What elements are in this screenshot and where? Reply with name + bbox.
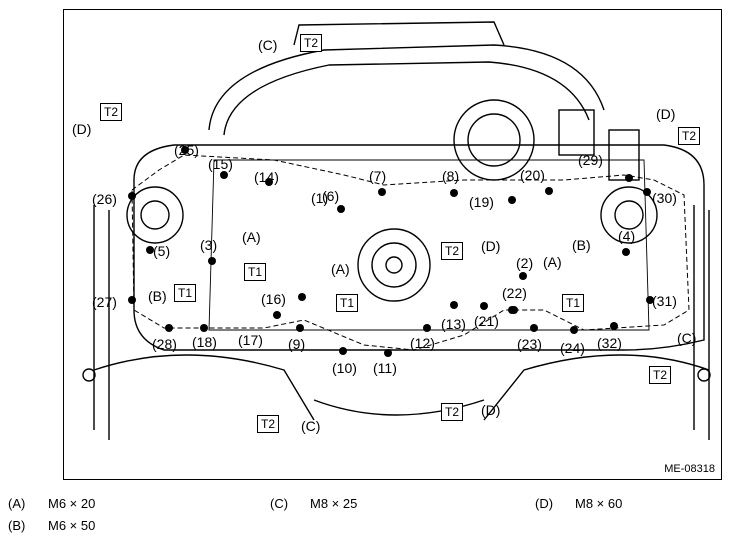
- callout-14: (14): [254, 169, 279, 185]
- callout-31: (31): [652, 293, 677, 309]
- legend-a-value: M6 × 20: [48, 496, 96, 511]
- callout-24: (24): [560, 340, 585, 356]
- figure-id: ME-08318: [664, 463, 715, 475]
- letter-d-bottom: (D): [481, 402, 501, 418]
- callout-23: (23): [517, 336, 542, 352]
- engine-cover-diagram: (1) (2) (3) (4) (5) (6) (7) (8) (9) (10)…: [63, 9, 722, 480]
- letter-c-top: (C): [258, 37, 278, 53]
- letter-a-left: (A): [242, 229, 261, 245]
- torque-t2-left: T2: [100, 103, 123, 121]
- torque-t1-left: T1: [244, 263, 267, 281]
- callout-32: (32): [597, 335, 622, 351]
- letter-c-right: (C): [677, 330, 697, 346]
- engine-drawing: [82, 21, 711, 440]
- legend-b-value: M6 × 50: [48, 518, 96, 533]
- callout-7: (7): [369, 168, 387, 184]
- torque-t1-right: T1: [562, 294, 585, 312]
- callout-13: (13): [441, 316, 466, 332]
- legend-c: (C) M8 × 25: [270, 496, 357, 511]
- torque-t1-center: T1: [336, 294, 359, 312]
- legend-a: (A) M6 × 20: [8, 496, 95, 511]
- callout-22: (22): [502, 285, 527, 301]
- legend-d-key: (D): [535, 496, 554, 511]
- torque-t2-bottom-left: T2: [257, 415, 280, 433]
- callout-15: (15): [208, 156, 233, 172]
- callout-19: (19): [469, 194, 494, 210]
- torque-t2-center: T2: [441, 242, 464, 260]
- torque-t2-lower-right: T2: [649, 366, 672, 384]
- callout-26: (26): [92, 191, 117, 207]
- callout-29: (29): [578, 152, 603, 168]
- legend-c-key: (C): [270, 496, 289, 511]
- letter-b-left: (B): [148, 288, 167, 304]
- legend-c-value: M8 × 25: [310, 496, 358, 511]
- legend-d-value: M8 × 60: [575, 496, 623, 511]
- callout-21: (21): [474, 313, 499, 329]
- legend-d: (D) M8 × 60: [535, 496, 622, 511]
- callout-27: (27): [92, 294, 117, 310]
- letter-d-left: (D): [72, 121, 92, 137]
- callout-12: (12): [410, 335, 435, 351]
- callout-20: (20): [520, 167, 545, 183]
- torque-t2-bottom-center: T2: [441, 403, 464, 421]
- torque-t2-right: T2: [678, 127, 701, 145]
- torque-t2-top: T2: [300, 34, 323, 52]
- callout-11: (11): [373, 360, 397, 376]
- letter-b-right: (B): [572, 237, 591, 253]
- callout-17: (17): [238, 332, 263, 348]
- callout-30: (30): [652, 190, 677, 206]
- callout-4: (4): [618, 228, 636, 244]
- callout-8: (8): [442, 168, 460, 184]
- legend-b: (B) M6 × 50: [8, 518, 95, 533]
- callout-25: (25): [174, 142, 199, 158]
- letter-d-right: (D): [656, 106, 676, 122]
- legend-a-key: (A): [8, 496, 26, 511]
- callout-16: (16): [261, 291, 286, 307]
- callout-9: (9): [288, 336, 306, 352]
- letter-a-right: (A): [543, 254, 562, 270]
- callout-28: (28): [152, 336, 177, 352]
- callout-18: (18): [192, 334, 217, 350]
- callout-5: (5): [153, 243, 171, 259]
- letter-c-bottom: (C): [301, 418, 321, 434]
- callout-2: (2): [516, 255, 534, 271]
- torque-t1-far-left: T1: [174, 284, 197, 302]
- callout-6: (6): [322, 188, 340, 204]
- letter-d-center: (D): [481, 238, 501, 254]
- callout-1: (1): [311, 190, 329, 206]
- legend-b-key: (B): [8, 518, 26, 533]
- letter-a-center: (A): [331, 261, 350, 277]
- callout-3: (3): [200, 237, 218, 253]
- callout-10: (10): [332, 360, 357, 376]
